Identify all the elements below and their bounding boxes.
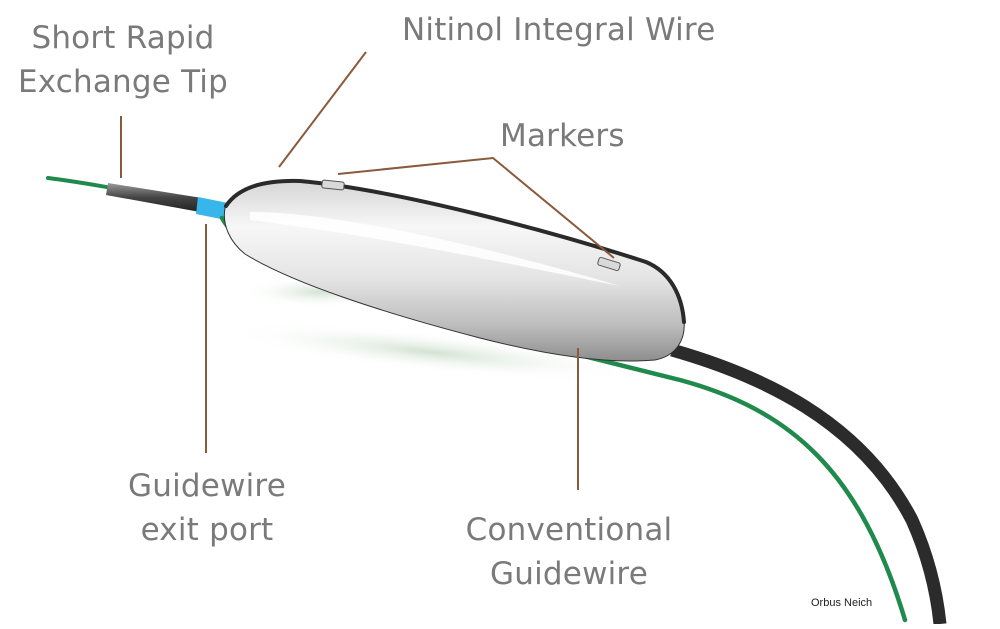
guidewire-proximal (46, 176, 114, 190)
rapid-exchange-tip (106, 183, 202, 212)
image-credit: Orbus Neich (811, 597, 872, 609)
credit-text: Orbus Neich (811, 597, 873, 609)
label-markers: Markers (500, 114, 625, 158)
label-conventional-line2: Guidewire (490, 556, 648, 592)
label-conventional-guidewire: Conventional Guidewire (446, 508, 692, 596)
catheter-shaft (670, 343, 947, 625)
label-guidewire-exit-port: Guidewire exit port (104, 464, 310, 552)
label-conventional-line1: Conventional (465, 512, 673, 548)
label-exit-port-line1: Guidewire (128, 468, 286, 504)
balloon-shadow-lower (221, 322, 639, 382)
leader-markers (337, 156, 615, 259)
label-markers-text: Markers (500, 118, 625, 154)
nitinol-wire (224, 178, 686, 324)
label-rapid-tip-line1: Short Rapid (31, 20, 215, 56)
balloon-highlight (250, 212, 620, 286)
leader-lines (120, 51, 615, 490)
leader-nitinol (278, 51, 367, 168)
marker-proximal (321, 179, 345, 191)
label-exit-port-line2: exit port (140, 512, 274, 548)
label-nitinol-text: Nitinol Integral Wire (402, 12, 716, 48)
label-rapid-tip-line2: Exchange Tip (17, 64, 228, 100)
marker-distal (597, 256, 621, 272)
guidewire-exit-port (196, 197, 228, 220)
label-rapid-exchange-tip: Short Rapid Exchange Tip (10, 16, 236, 104)
label-nitinol-wire: Nitinol Integral Wire (402, 8, 715, 52)
